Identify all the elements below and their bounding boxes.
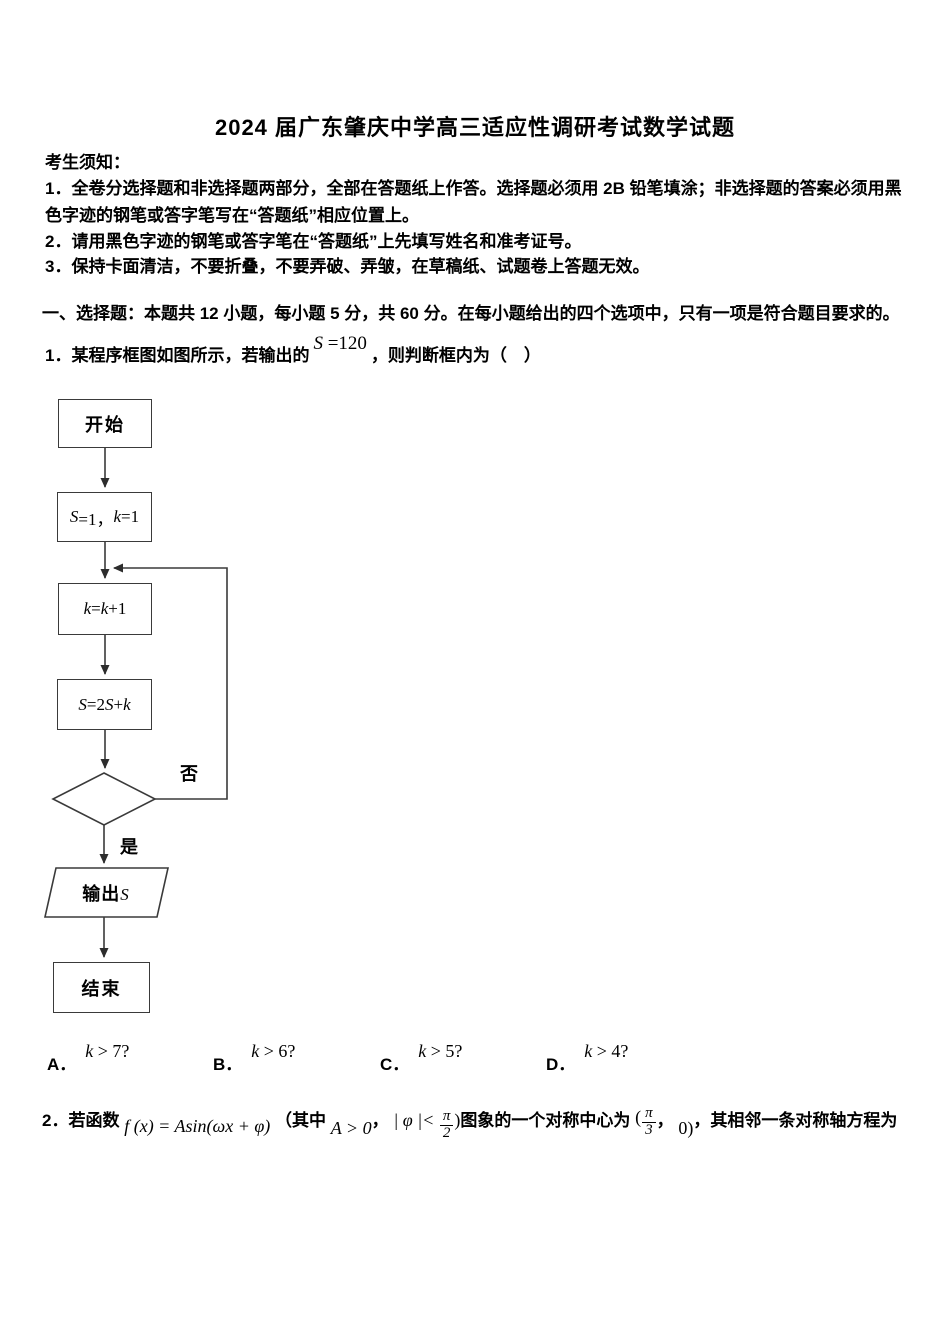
q2-paren-open: ( — [635, 1107, 642, 1127]
option-b-rest: > 6? — [259, 1041, 296, 1061]
loop-back-connector-no-branch — [113, 563, 228, 800]
q2-comma1: ， — [371, 1111, 389, 1130]
acc-var-s1: S — [78, 694, 87, 714]
q1-option-a: A． k > 7? — [47, 1041, 129, 1075]
notice-item-1: 1．全卷分选择题和非选择题两部分，全部在答题纸上作答。选择题必须用 2B 铅笔填… — [45, 179, 902, 225]
notice-item-2: 2．请用黑色字迹的钢笔或答字笔在“答题纸”上先填写姓名和准考证号。 — [45, 232, 582, 251]
flow-start-label: 开始 — [85, 414, 125, 435]
q2-tail-text: ，其相邻一条对称轴方程为 — [693, 1111, 898, 1130]
flowchart-connectors — [44, 448, 228, 958]
q2-frac2-den: 3 — [645, 1122, 653, 1138]
section-1-heading: 一、选择题：本题共 12 小题，每小题 5 分，共 60 分。在每小题给出的四个… — [42, 304, 900, 323]
option-a-label: A． — [47, 1055, 77, 1074]
init-eq2: =1 — [121, 507, 140, 526]
flow-increment-box: k=k+1 — [58, 583, 152, 635]
output-var-s: S — [120, 885, 130, 904]
acc-var-k: k — [123, 694, 131, 714]
q1-lead-text: 1．某程序框图如图所示，若输出的 — [45, 346, 310, 365]
q2-amplitude-condition: A > 0 — [330, 1118, 372, 1138]
output-parallelogram — [44, 867, 169, 918]
decision-yes-label: 是 — [120, 837, 138, 857]
option-a-var: k — [85, 1041, 94, 1061]
notice-item-3: 3．保持卡面清洁，不要折叠，不要弄破、弄皱，在草稿纸、试题卷上答题无效。 — [45, 257, 650, 276]
init-var-k: k — [113, 507, 122, 526]
option-c-var: k — [418, 1041, 427, 1061]
acc-var-s2: S — [104, 694, 114, 714]
inc-plus1: +1 — [108, 599, 127, 618]
decision-no-label: 否 — [180, 764, 198, 784]
acc-plus: + — [113, 694, 124, 714]
q1-option-d: D． k > 4? — [546, 1041, 628, 1075]
init-var-s: S — [69, 507, 79, 526]
option-d-label: D． — [546, 1055, 576, 1074]
inc-var-k2: k — [100, 599, 109, 618]
q2-function-formula: f (x) = Asin(ωx + φ) — [124, 1116, 271, 1136]
q1-option-c: C． k > 5? — [380, 1041, 462, 1075]
q2-comma2: ， — [656, 1111, 674, 1130]
q2-phi-close: ) — [454, 1110, 461, 1130]
option-b-label: B． — [213, 1055, 243, 1074]
q2-mid2-text: 图象的一个对称中心为 — [460, 1111, 631, 1130]
q2-lead-text: 2．若函数 — [42, 1111, 120, 1130]
option-b-formula: k > 6? — [251, 1041, 295, 1061]
init-eq1: =1， — [78, 509, 114, 529]
flow-init-box: S=1，k=1 — [57, 492, 152, 542]
q1-option-b: B． k > 6? — [213, 1041, 295, 1075]
q1-output-formula: S =120 — [313, 333, 366, 354]
q2-frac1-den: 2 — [442, 1125, 451, 1141]
option-a-rest: > 7? — [93, 1041, 130, 1061]
q1-tail-text: ，则判断框内为（ ） — [370, 346, 541, 365]
page-title: 2024 届广东肇庆中学高三适应性调研考试数学试题 — [214, 115, 736, 140]
q1-s-value: =120 — [322, 333, 367, 354]
notice-heading: 考生须知： — [45, 153, 130, 172]
flow-end-label: 结束 — [81, 978, 122, 999]
flow-output-label: 输出S — [50, 880, 162, 906]
q2-mid1-text: （其中 — [275, 1111, 327, 1130]
question-1-stem: 1．某程序框图如图所示，若输出的S =120，则判断框内为（ ） — [45, 333, 541, 367]
q2-zero-coordinate: 0) — [678, 1118, 694, 1138]
option-b-var: k — [251, 1041, 260, 1061]
inc-var-k1: k — [83, 599, 92, 618]
option-c-label: C． — [380, 1055, 410, 1074]
decision-diamond-empty — [51, 772, 157, 826]
option-a-formula: k > 7? — [85, 1041, 129, 1061]
q2-phi-abs: | φ |< — [393, 1110, 439, 1130]
flow-end-box: 结束 — [53, 962, 150, 1013]
q2-frac1-num: π — [439, 1108, 454, 1126]
option-c-rest: > 5? — [426, 1041, 463, 1061]
output-text: 输出 — [82, 884, 121, 904]
option-c-formula: k > 5? — [418, 1041, 462, 1061]
option-d-var: k — [584, 1041, 593, 1061]
option-d-formula: k > 4? — [584, 1041, 628, 1061]
question-2-stem: 2．若函数 f (x) = Asin(ωx + φ) （其中 A > 0， | … — [42, 1105, 898, 1142]
flow-start-box: 开始 — [58, 399, 152, 448]
option-d-rest: > 4? — [592, 1041, 629, 1061]
q1-s-variable: S — [313, 333, 323, 354]
acc-eq2: =2 — [86, 694, 105, 714]
q2-frac2-num: π — [642, 1105, 656, 1123]
inc-eq: = — [91, 599, 101, 618]
